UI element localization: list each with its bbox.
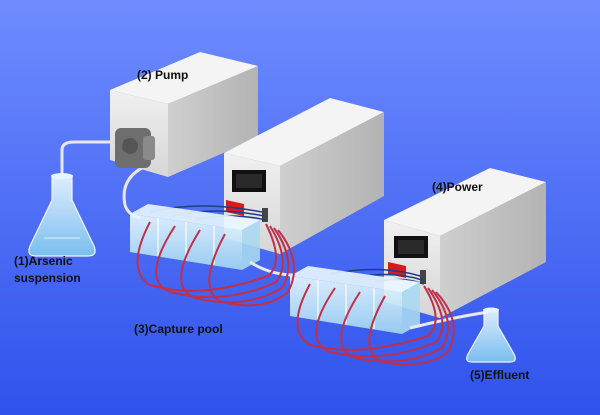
power2-box-side xyxy=(440,182,546,318)
electrode-wires-1 xyxy=(136,221,295,307)
power1-terminal xyxy=(262,208,268,222)
arsenic-flask xyxy=(28,173,96,257)
flask-rim xyxy=(51,173,73,179)
power1-box-side xyxy=(280,112,384,254)
flask-body xyxy=(28,175,96,257)
pump-label: (2) Pump xyxy=(137,68,189,82)
flask-label-line1: (1)Arsenic xyxy=(14,254,73,268)
power1-display-inner xyxy=(236,174,262,188)
power2-box-top xyxy=(384,168,546,236)
power-label: (4)Power xyxy=(432,180,483,194)
pool2-side xyxy=(402,282,420,334)
pool2-top xyxy=(290,266,420,292)
pump-box-side xyxy=(168,66,258,177)
pump-box-top xyxy=(110,52,258,104)
power2-display-inner xyxy=(398,240,424,254)
power1-box-top xyxy=(224,98,384,166)
effluent-flask-rim xyxy=(483,307,499,313)
pump-unit xyxy=(110,52,258,177)
capture-pool-label: (3)Capture pool xyxy=(134,322,223,336)
effluent-flask-body xyxy=(466,309,516,363)
electrode-wires-2 xyxy=(296,283,455,366)
power2-terminal xyxy=(420,270,426,284)
effluent-tube xyxy=(409,310,489,330)
pump-rotor-icon xyxy=(122,138,138,154)
flask-label-line2: suspension xyxy=(14,271,81,285)
pool1-top xyxy=(130,204,260,230)
power-supply-1 xyxy=(224,98,384,254)
effluent-flask xyxy=(466,307,516,363)
pool1-side xyxy=(242,220,260,270)
effluent-label: (5)Effluent xyxy=(470,368,530,382)
pump-head-side xyxy=(143,136,155,160)
